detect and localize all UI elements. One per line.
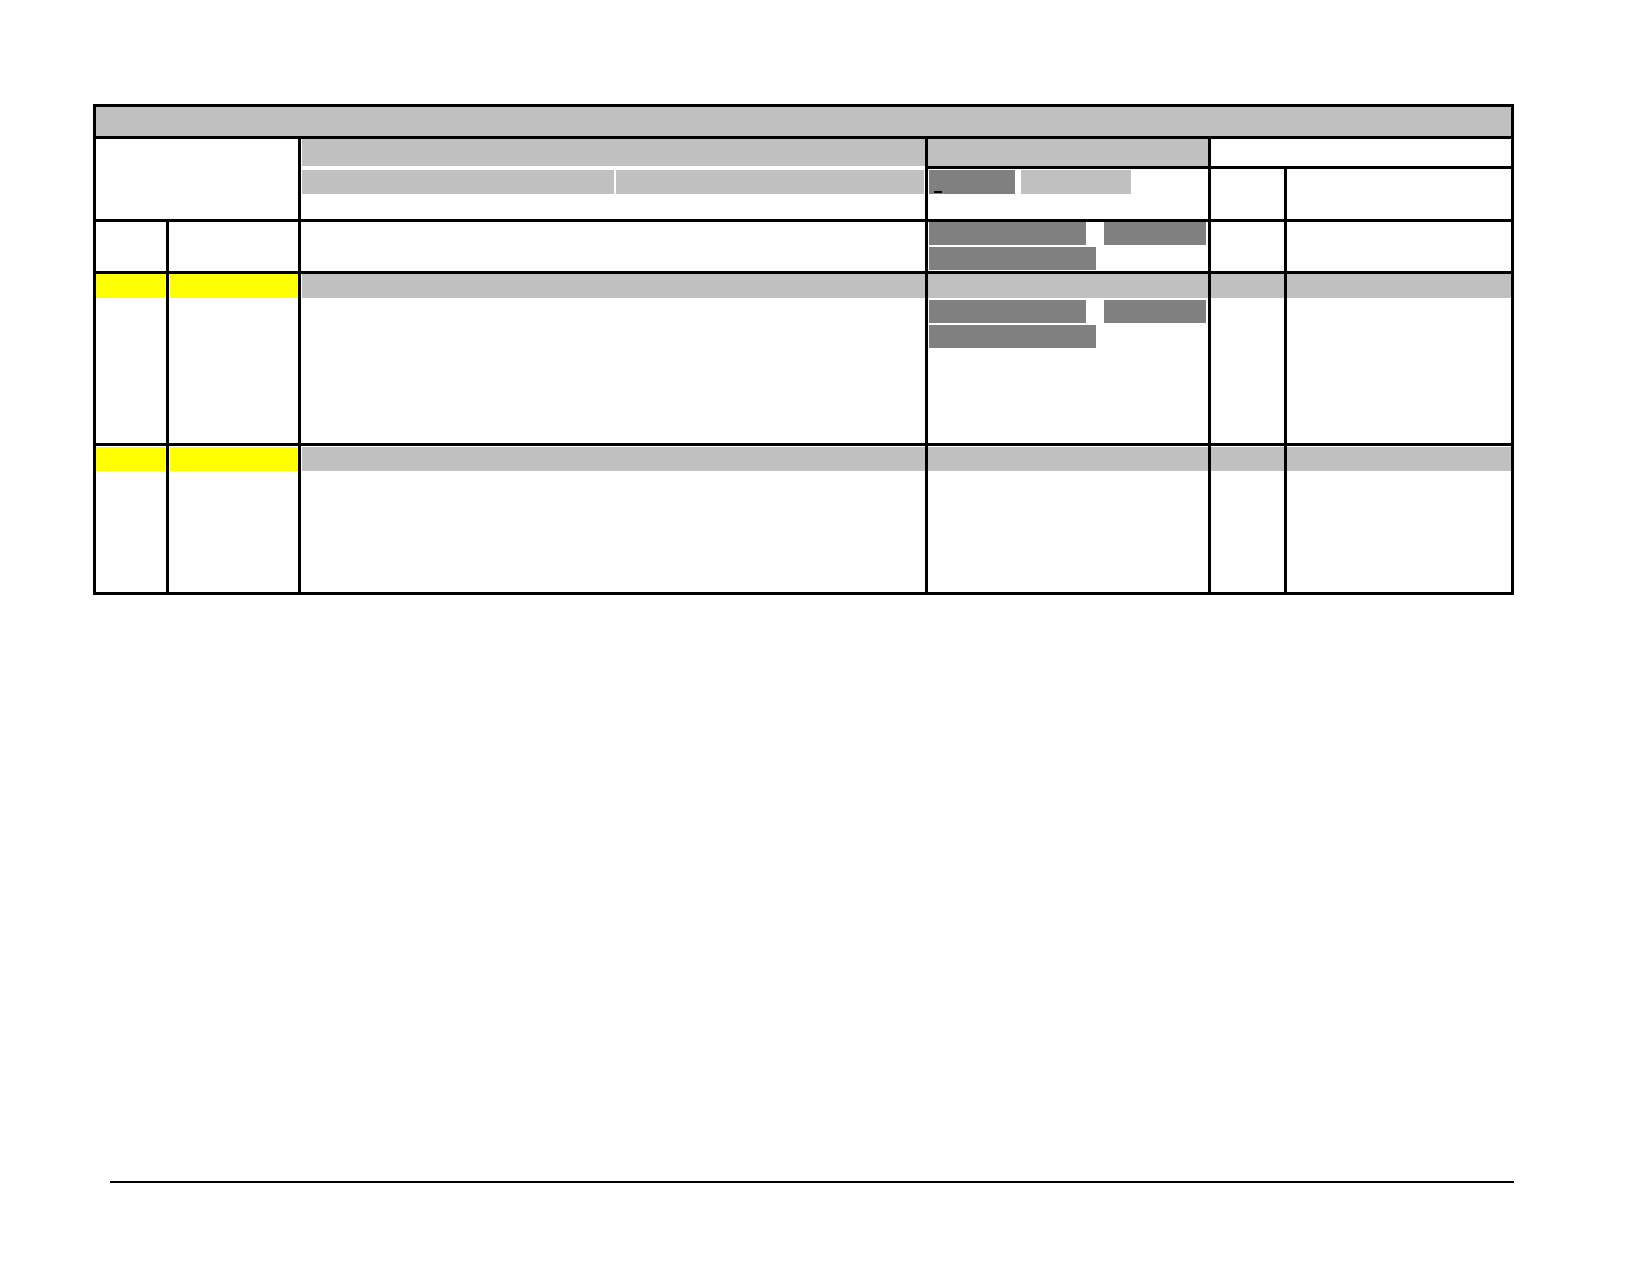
col-num-dark-c xyxy=(929,247,1096,270)
section-1-dark-b xyxy=(1104,300,1206,323)
col-num-dark-a xyxy=(929,222,1086,245)
border-right xyxy=(1511,104,1514,595)
border-col1-col2 xyxy=(166,219,169,595)
section-1-label-bar xyxy=(302,274,1512,298)
section-1-code-cell xyxy=(170,274,298,298)
border-below-header xyxy=(93,219,1514,222)
table-title-bar xyxy=(95,107,1511,136)
header-right-sub-b xyxy=(1021,170,1131,194)
section-1-dark-a xyxy=(929,300,1086,323)
border-col4-col5 xyxy=(1208,136,1211,595)
border-col3-col4 xyxy=(925,136,928,595)
header-right-sub-a xyxy=(929,170,1015,194)
border-left xyxy=(93,104,96,595)
header-middle-group xyxy=(302,139,926,166)
border-below-colnums xyxy=(93,271,1514,274)
cursor-mark xyxy=(934,191,942,193)
border-above-section-2 xyxy=(93,443,1514,446)
header-middle-sub-left xyxy=(302,170,614,194)
border-below-title xyxy=(93,136,1514,139)
border-bottom xyxy=(93,592,1514,595)
section-1-dark-c xyxy=(929,325,1096,348)
header-right-group xyxy=(927,139,1208,166)
border-top xyxy=(93,104,1514,107)
col-num-dark-b xyxy=(1104,222,1206,245)
section-1-id-cell xyxy=(95,274,165,298)
footer-rule xyxy=(110,1181,1514,1183)
border-header-sub xyxy=(925,166,1514,169)
section-2-code-cell xyxy=(170,447,298,471)
section-2-id-cell xyxy=(95,447,165,471)
border-col2-col3 xyxy=(298,136,301,595)
header-middle-sub-right xyxy=(616,170,924,194)
border-col5-col6 xyxy=(1284,166,1287,595)
section-2-label-bar xyxy=(302,447,1512,471)
